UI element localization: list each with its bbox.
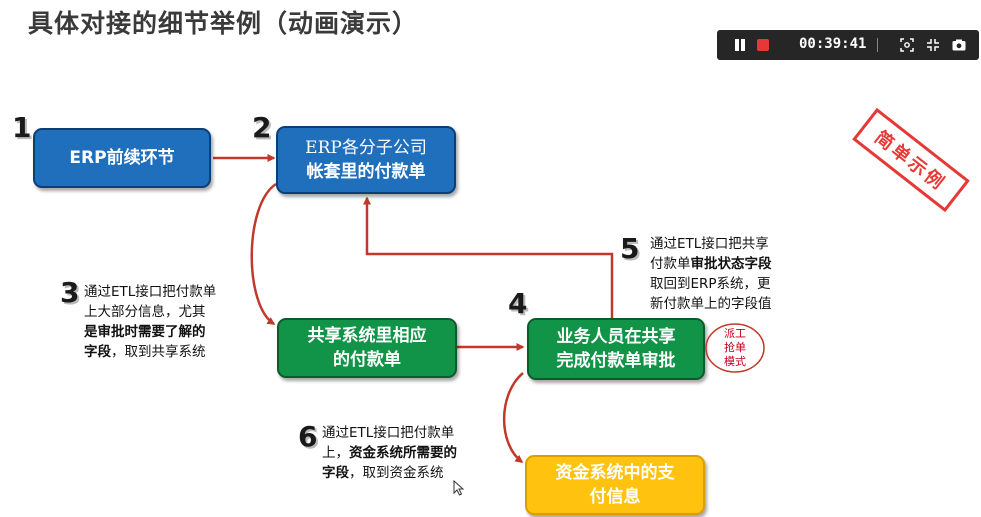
recording-time: 00:39:41 bbox=[799, 36, 867, 52]
node-label-line1: 资金系统中的支 bbox=[555, 463, 675, 483]
mode-line: 模式 bbox=[724, 355, 746, 368]
oval-outline bbox=[705, 323, 765, 373]
arrow-2-to-3 bbox=[250, 182, 277, 326]
node-label-line2: 完成付款单审批 bbox=[556, 351, 676, 371]
pause-icon[interactable] bbox=[734, 39, 746, 51]
node-fund-payment-info: 资金系统中的支 付信息 bbox=[525, 455, 705, 515]
note-line: 通过ETL接口把付款单 bbox=[84, 284, 217, 300]
screen-recorder-bar: 00:39:41 bbox=[717, 30, 979, 60]
page-title: 具体对接的细节举例（动画演示） bbox=[28, 9, 419, 38]
step-number-5: 5 bbox=[620, 232, 640, 265]
camera-icon[interactable] bbox=[951, 37, 967, 53]
node-shared-approval: 业务人员在共享 完成付款单审批 bbox=[527, 318, 705, 380]
mode-line: 派工 bbox=[724, 327, 746, 340]
note-line: 字段，取到资金系统 bbox=[322, 465, 444, 481]
collapse-icon[interactable] bbox=[925, 37, 941, 53]
step-number-3: 3 bbox=[60, 276, 80, 309]
node-shared-payment-voucher: 共享系统里相应 的付款单 bbox=[277, 318, 457, 378]
note-line: 字段，取到共享系统 bbox=[84, 344, 206, 360]
note-line: 通过ETL接口把共享 bbox=[650, 236, 769, 252]
node-erp-payment-voucher: ERP各分子公司 帐套里的付款单 bbox=[276, 126, 456, 194]
step-number-4: 4 bbox=[508, 287, 528, 320]
stop-icon[interactable] bbox=[757, 39, 769, 51]
note-step-5: 通过ETL接口把共享 付款单审批状态字段 取回到ERP系统，更 新付款单上的字段… bbox=[650, 234, 772, 314]
note-line: 上，资金系统所需要的 bbox=[322, 445, 457, 461]
note-step-3: 通过ETL接口把付款单 上大部分信息，尤其 是审批时需要了解的 字段，取到共享系… bbox=[84, 282, 216, 362]
divider bbox=[877, 38, 878, 52]
step-number-1: 1 bbox=[12, 111, 32, 144]
note-line: 取回到ERP系统，更 bbox=[650, 276, 771, 292]
node-label-line2: 帐套里的付款单 bbox=[306, 162, 426, 182]
arrow-4-to-2 bbox=[363, 196, 614, 320]
node-label: ERP前续环节 bbox=[69, 148, 175, 168]
dispatch-mode-label: 派工 抢单 模式 bbox=[704, 322, 766, 374]
step-number-2: 2 bbox=[252, 111, 272, 144]
node-label-line2: 的付款单 bbox=[333, 350, 401, 370]
step-number-6: 6 bbox=[298, 420, 318, 453]
arrow-4-to-fund bbox=[502, 372, 524, 463]
note-line: 新付款单上的字段值 bbox=[650, 296, 772, 312]
note-line: 是审批时需要了解的 bbox=[84, 324, 206, 340]
node-erp-predecessor: ERP前续环节 bbox=[33, 128, 211, 188]
node-label-line1: 业务人员在共享 bbox=[556, 327, 676, 347]
note-line: 上大部分信息，尤其 bbox=[84, 304, 206, 320]
node-label-line2: 付信息 bbox=[589, 487, 641, 507]
note-line: 付款单审批状态字段 bbox=[650, 256, 772, 272]
focus-icon[interactable] bbox=[899, 37, 915, 53]
node-label-line1: 共享系统里相应 bbox=[307, 326, 427, 346]
node-label-line1: ERP各分子公司 bbox=[305, 138, 427, 158]
mode-line: 抢单 bbox=[724, 341, 746, 354]
mouse-cursor-icon bbox=[453, 480, 465, 496]
note-line: 通过ETL接口把付款单 bbox=[322, 425, 455, 441]
note-step-6: 通过ETL接口把付款单 上，资金系统所需要的 字段，取到资金系统 bbox=[322, 423, 457, 483]
